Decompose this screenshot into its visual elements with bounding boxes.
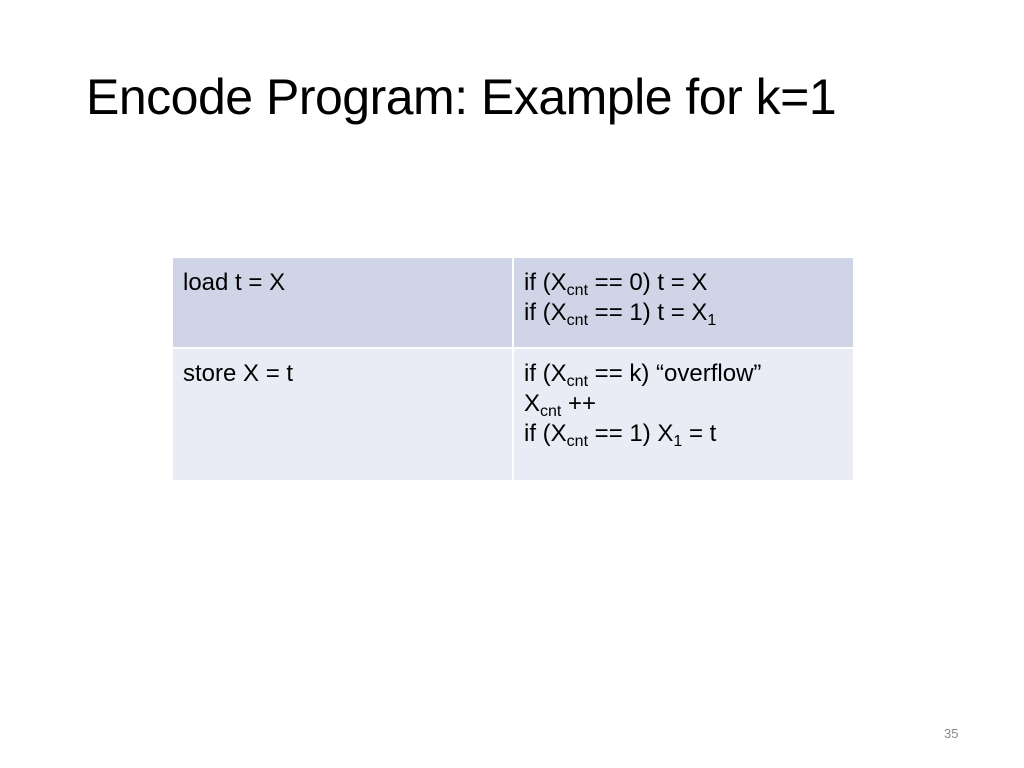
code-text: == 1) X bbox=[588, 420, 674, 447]
code-text: if (X bbox=[524, 360, 567, 387]
code-text: if (X bbox=[524, 420, 567, 447]
code-line: if (Xcnt == 1) t = X1 bbox=[524, 298, 843, 329]
code-line: if (Xcnt == 0) t = X bbox=[524, 268, 843, 299]
code-text: = t bbox=[682, 420, 717, 447]
table-cell-instruction: load t = X bbox=[171, 256, 514, 349]
code-line: Xcnt ++ bbox=[524, 389, 843, 420]
table-cell-encoding: if (Xcnt == k) “overflow” Xcnt ++ if (Xc… bbox=[512, 347, 855, 482]
code-text: if (X bbox=[524, 269, 567, 296]
code-line: if (Xcnt == k) “overflow” bbox=[524, 359, 843, 390]
encode-table: load t = X if (Xcnt == 0) t = X if (Xcnt… bbox=[171, 256, 855, 482]
subscript: 1 bbox=[707, 312, 717, 329]
instruction-text: store X = t bbox=[183, 360, 294, 387]
code-line: if (Xcnt == 1) X1 = t bbox=[524, 419, 843, 450]
subscript: cnt bbox=[566, 312, 589, 329]
code-text: == 0) t = X bbox=[588, 269, 708, 296]
page-number: 35 bbox=[944, 726, 959, 741]
code-text: == k) “overflow” bbox=[588, 360, 762, 387]
code-text: ++ bbox=[561, 390, 597, 417]
table-row: load t = X if (Xcnt == 0) t = X if (Xcnt… bbox=[171, 256, 855, 349]
subscript: cnt bbox=[540, 403, 562, 420]
table-cell-encoding: if (Xcnt == 0) t = X if (Xcnt == 1) t = … bbox=[512, 256, 855, 349]
subscript: cnt bbox=[566, 282, 589, 299]
slide-title: Encode Program: Example for k=1 bbox=[86, 69, 837, 125]
code-text: if (X bbox=[524, 299, 567, 326]
table-cell-instruction: store X = t bbox=[171, 347, 514, 482]
subscript: 1 bbox=[673, 433, 683, 450]
subscript: cnt bbox=[566, 373, 589, 390]
code-text: == 1) t = X bbox=[588, 299, 708, 326]
subscript: cnt bbox=[566, 433, 589, 450]
table-row: store X = t if (Xcnt == k) “overflow” Xc… bbox=[171, 347, 855, 482]
instruction-text: load t = X bbox=[183, 269, 286, 296]
code-text: X bbox=[524, 390, 541, 417]
